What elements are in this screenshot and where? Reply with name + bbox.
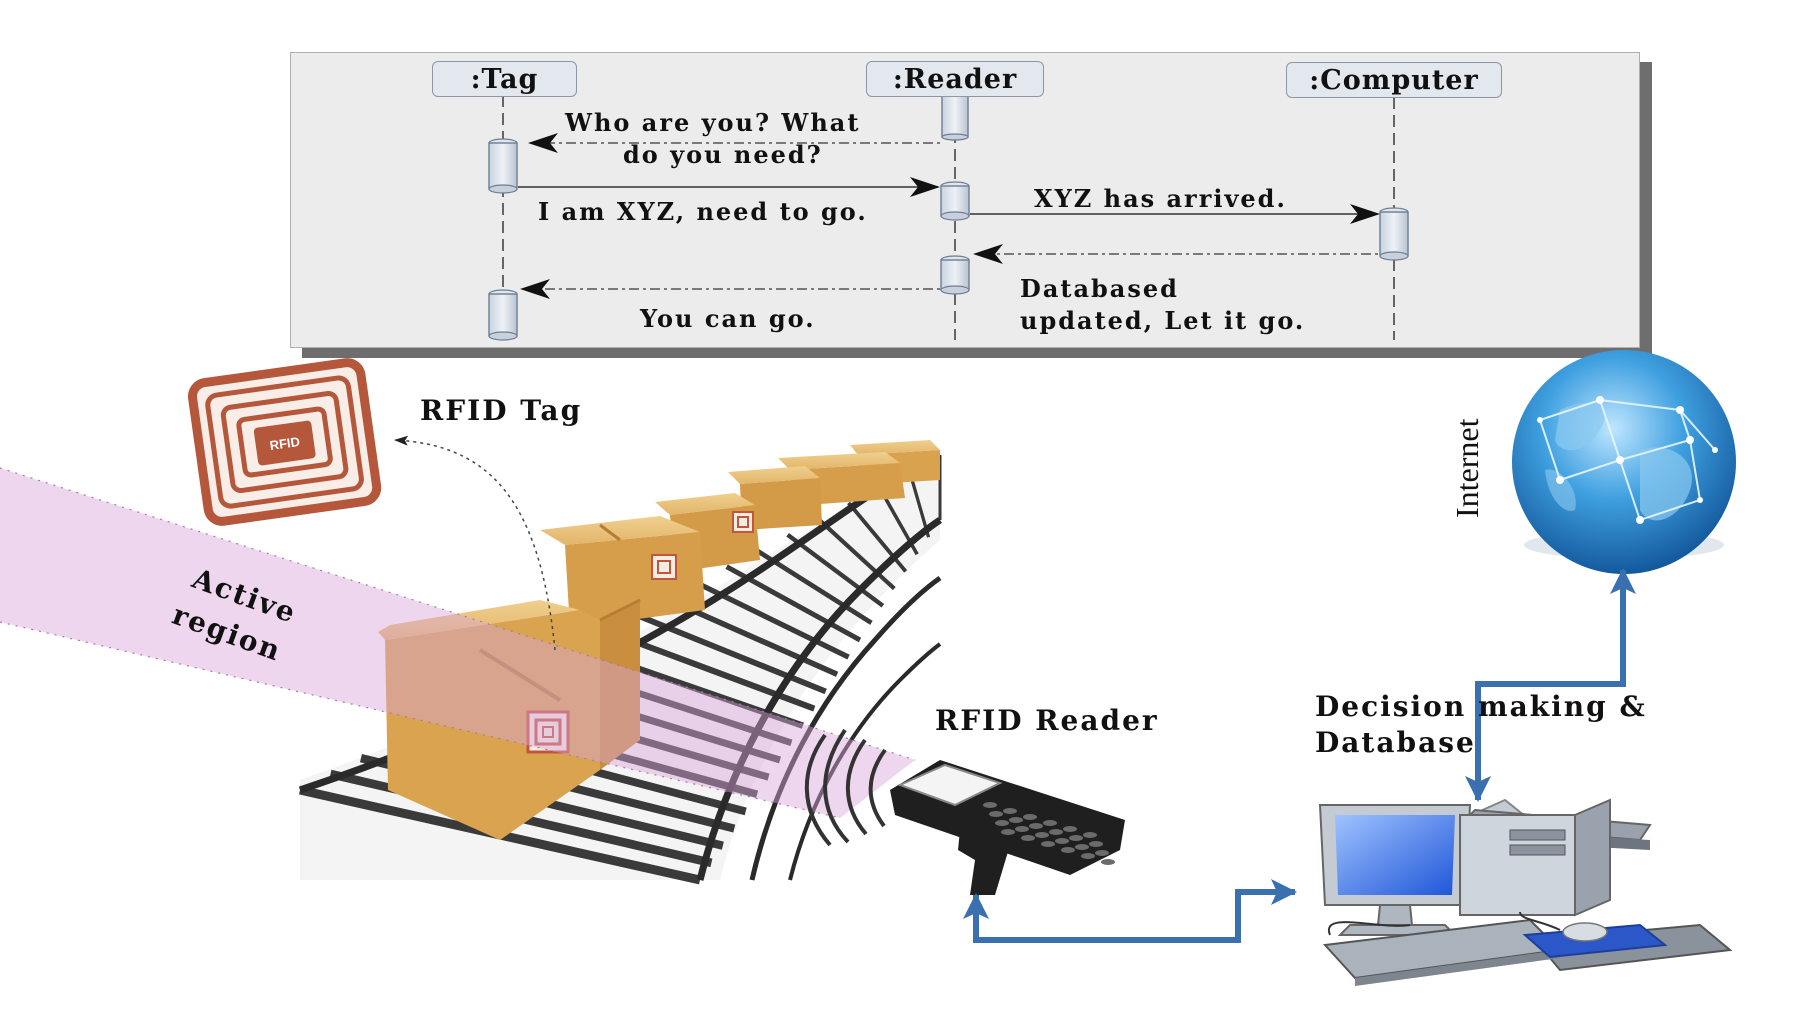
reader-to-computer-arrow	[973, 879, 1297, 943]
rfid-reader-label: RFID Reader	[935, 704, 1159, 737]
reader-key	[1075, 844, 1089, 850]
reader-key	[1021, 835, 1035, 841]
reader-key	[1049, 829, 1063, 835]
computer-to-internet-arrow	[1475, 568, 1636, 770]
internet-globe-icon	[1512, 350, 1736, 574]
reader-key	[1015, 826, 1029, 832]
tag-lifeline-header: :Tag	[432, 61, 577, 97]
msg-who-are-you-line2: do you need?	[623, 140, 823, 169]
conveyor-roller	[786, 532, 885, 608]
reader-key	[1081, 853, 1095, 859]
rfid-tag-icon: RFID	[187, 358, 382, 526]
reader-activation-2	[940, 181, 970, 221]
reader-key	[983, 802, 997, 808]
reader-key	[1041, 841, 1055, 847]
computer-icon	[1318, 798, 1733, 986]
tag-activation-1	[488, 138, 518, 194]
reader-key	[1043, 820, 1057, 826]
reader-activation-3	[940, 255, 970, 295]
reader-key	[1063, 826, 1077, 832]
reader-key	[1095, 850, 1109, 856]
reader-lifeline-header: :Reader	[866, 61, 1044, 97]
activation-bars	[488, 94, 1409, 341]
reader-key	[1009, 817, 1023, 823]
computer-activation	[1379, 207, 1409, 261]
msg-who-are-you-line1: Who are you? What	[565, 108, 861, 137]
mousepad	[1522, 922, 1668, 959]
reader-key	[1061, 847, 1075, 853]
reader-key	[1101, 859, 1115, 865]
conveyor-roller	[907, 470, 931, 538]
box-near	[378, 598, 641, 840]
box-far-1	[728, 466, 822, 530]
msg-database-updated-line1: Databased	[1020, 274, 1179, 303]
active-region-beam	[0, 467, 916, 819]
box-mid-1	[540, 516, 705, 628]
reader-key	[1023, 814, 1037, 820]
reader-key	[1003, 808, 1017, 814]
reader-key	[995, 820, 1009, 826]
reader-key	[1001, 829, 1015, 835]
msg-i-am-xyz: I am XYZ, need to go.	[538, 197, 868, 226]
msg-you-can-go: You can go.	[640, 304, 816, 333]
flow-arrows	[963, 568, 1636, 943]
reader-key	[1069, 835, 1083, 841]
tag-activation-2	[488, 289, 518, 341]
tag-callout-arrow	[394, 435, 556, 651]
reader-key	[1035, 832, 1049, 838]
reader-activation-top	[941, 94, 969, 141]
decision-making-label-line1: Decision making &	[1315, 690, 1647, 723]
computer-to-reader-arrow	[973, 900, 1000, 943]
sequence-messages	[518, 133, 1380, 299]
computer-lifeline-header: :Computer	[1286, 62, 1502, 98]
reader-key	[1029, 823, 1043, 829]
conveyor-roller	[816, 517, 896, 591]
cardboard-boxes	[378, 440, 940, 840]
decision-making-label-line2: Database	[1315, 726, 1476, 759]
msg-database-updated-line2: updated, Let it go.	[1020, 306, 1306, 335]
reader-key	[1089, 841, 1103, 847]
reader-key	[1083, 832, 1097, 838]
tag-logo-text: RFID	[269, 434, 301, 453]
rfid-tag-label: RFID Tag	[420, 394, 583, 427]
internet-label: Internet	[1449, 418, 1485, 519]
msg-xyz-arrived: XYZ has arrived.	[1034, 184, 1287, 213]
reader-key	[1055, 838, 1069, 844]
rfid-reader-device	[804, 728, 1125, 895]
reader-key	[989, 811, 1003, 817]
